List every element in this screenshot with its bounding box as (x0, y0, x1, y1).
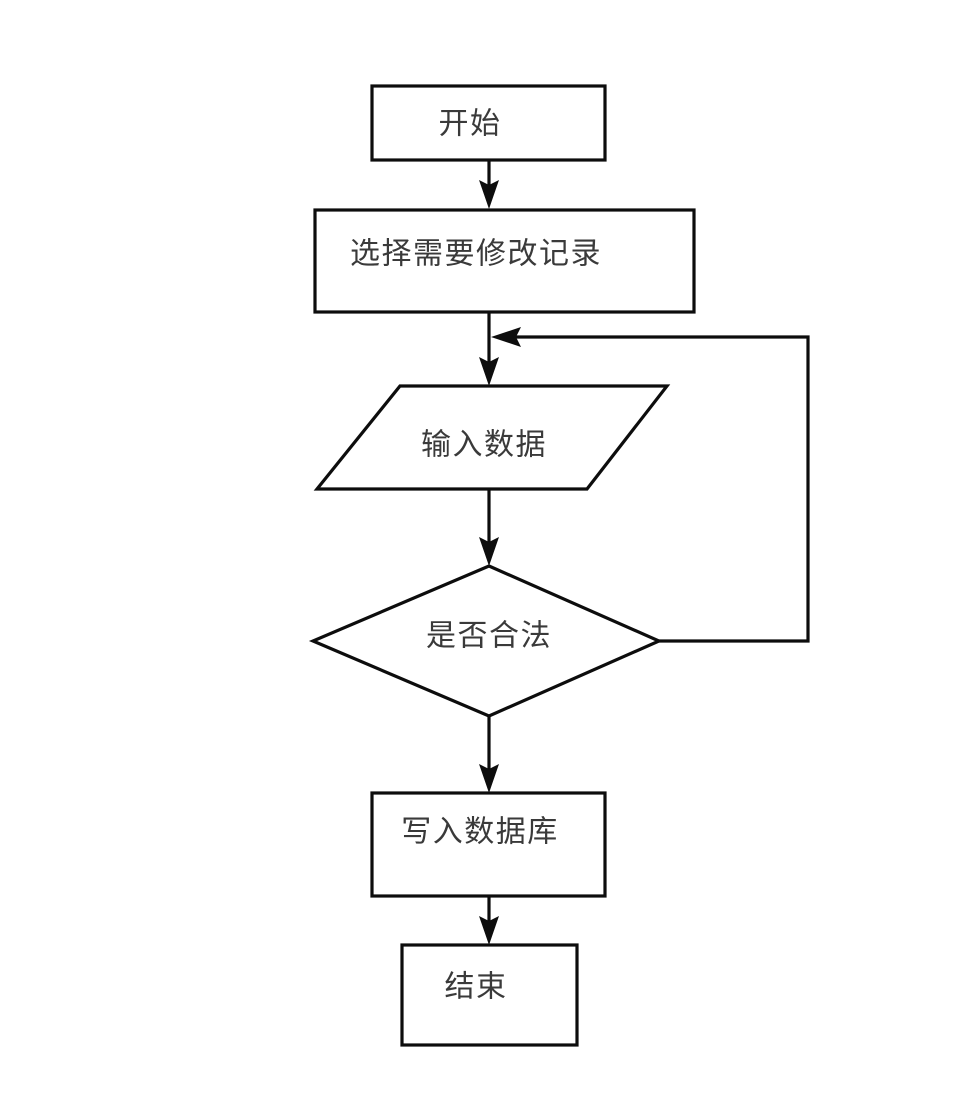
node-end-shape[interactable] (400, 943, 579, 1047)
arrow-head-icon (479, 764, 499, 793)
node-select-record-shape[interactable] (313, 208, 696, 314)
arrow-head-icon (479, 537, 499, 566)
node-end[interactable]: 结束 (400, 943, 579, 1047)
node-input-data[interactable]: 输入数据 (313, 384, 671, 491)
edge-decision-to-write (479, 716, 499, 793)
node-write-db[interactable]: 写入数据库 (370, 791, 607, 898)
node-is-valid-shape[interactable] (308, 564, 663, 718)
arrow-head-icon (479, 180, 499, 209)
arrow-head-icon (479, 916, 499, 945)
node-input-data-shape[interactable] (313, 384, 671, 491)
edge-decision-loop-back (491, 327, 810, 643)
edge-write-to-end (479, 896, 499, 945)
edge-start-to-select (479, 160, 499, 209)
node-select-record-label: 选择需要修改记录 (350, 237, 602, 272)
node-start-shape[interactable] (370, 84, 607, 162)
edge-input-to-decision (479, 489, 499, 566)
node-write-db-label: 写入数据库 (401, 815, 559, 850)
node-write-db-shape[interactable] (370, 791, 607, 898)
edge-select-to-input (479, 312, 499, 386)
arrow-head-icon (491, 327, 521, 347)
node-end-label: 结束 (445, 970, 508, 1005)
edge-line (516, 335, 810, 643)
arrow-head-icon (479, 357, 499, 386)
node-start-label: 开始 (439, 107, 502, 142)
node-is-valid-label: 是否合法 (426, 619, 552, 654)
node-select-record[interactable]: 选择需要修改记录 (313, 208, 696, 314)
node-is-valid[interactable]: 是否合法 (308, 564, 663, 718)
node-start[interactable]: 开始 (370, 84, 607, 162)
node-input-data-label: 输入数据 (421, 428, 547, 463)
